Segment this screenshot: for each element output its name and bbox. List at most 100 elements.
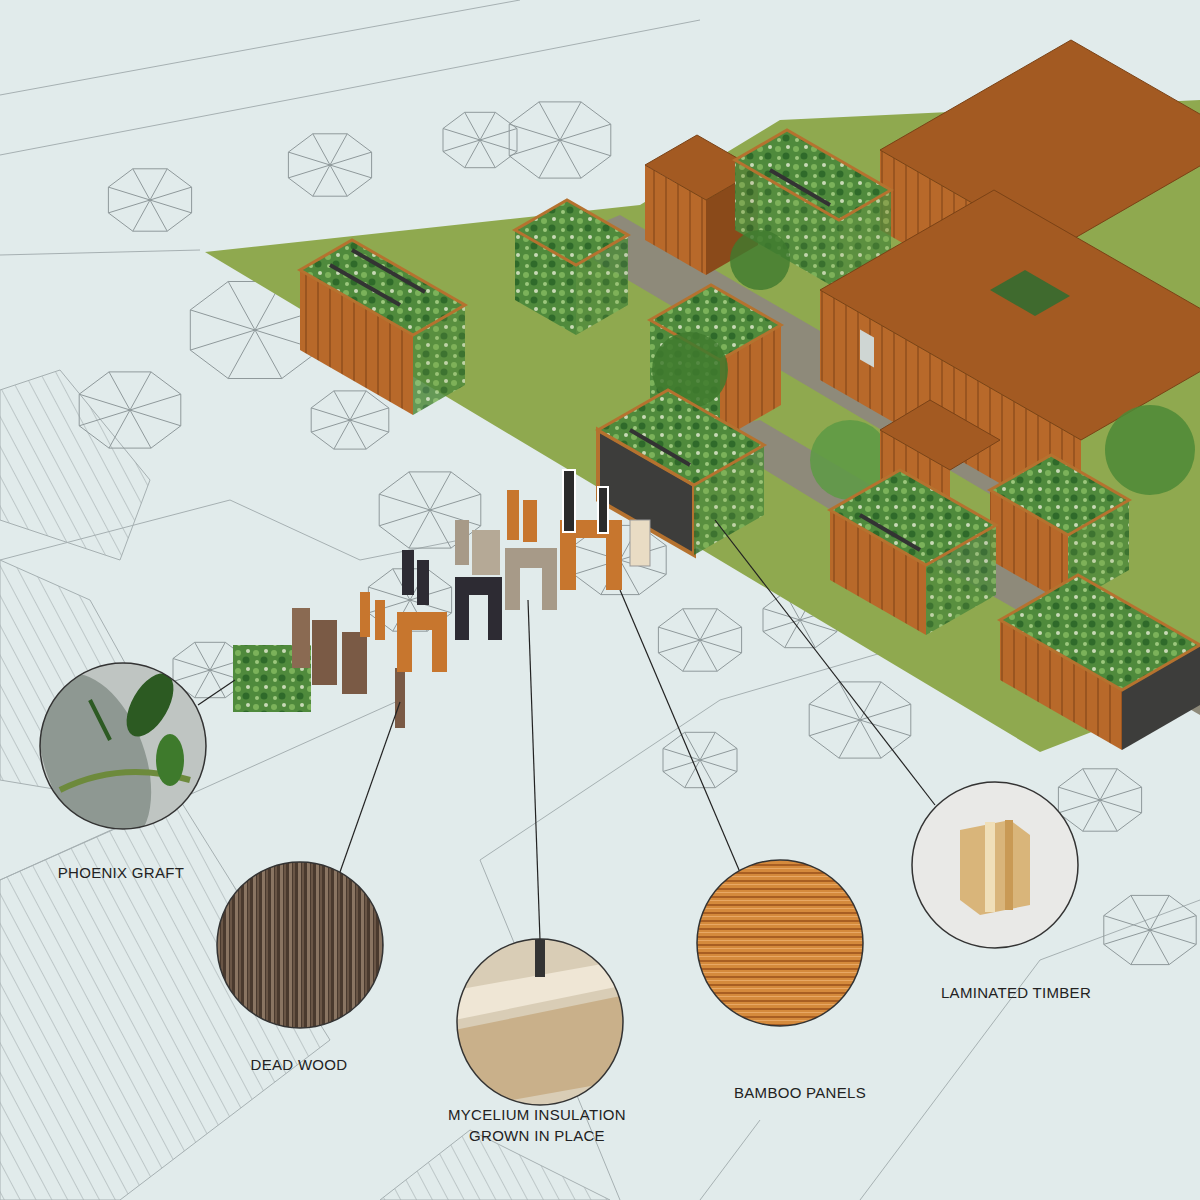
illustration-part: [395, 668, 405, 728]
illustration-part: [443, 112, 517, 167]
illustration-part: [409, 472, 430, 510]
illustration-part: [1058, 769, 1141, 831]
illustration-part: [313, 134, 330, 165]
illustration-part: [288, 134, 371, 196]
illustration-part: [770, 170, 830, 205]
illustration-part: [288, 165, 330, 178]
illustration-part: [300, 240, 465, 335]
illustration-part: [0, 500, 460, 560]
illustration-part: [352, 250, 425, 292]
illustration-part: [330, 165, 347, 196]
illustration-part: [117, 666, 183, 745]
illustration-part: [697, 860, 863, 1026]
illustration-part: [683, 609, 700, 640]
illustration-part: [480, 140, 495, 168]
illustration-part: [535, 937, 545, 977]
illustration-part: [350, 420, 366, 449]
illustration-part: [397, 612, 447, 672]
illustration-part: [630, 430, 690, 465]
illustration-part: [507, 490, 519, 540]
illustration-part: [523, 500, 537, 542]
illustration-part: [443, 140, 480, 152]
illustration-part: [90, 700, 110, 740]
illustration-part: [375, 600, 385, 640]
illustration-part: [839, 682, 860, 720]
illustration-part: [430, 510, 451, 548]
illustration-part: [1104, 895, 1196, 964]
illustration-part: [700, 1120, 760, 1200]
illustration-part: [465, 112, 480, 140]
illustration-part: [910, 780, 1080, 950]
green-roof-pavilion: [1000, 575, 1200, 750]
illustration-part: [1150, 916, 1196, 930]
illustration-part: [156, 734, 184, 786]
illustration-part: [443, 112, 517, 167]
illustration-part: [472, 530, 500, 575]
illustration-part: [700, 627, 742, 640]
material-label: DEAD WOOD: [199, 1054, 399, 1075]
material-label: LAMINATED TIMBER: [906, 982, 1126, 1003]
illustration-part: [560, 140, 581, 178]
illustration-part: [763, 620, 800, 632]
illustration-part: [830, 470, 996, 565]
illustration-part: [292, 608, 310, 668]
illustration-part: [195, 642, 210, 670]
illustration-part: [620, 590, 745, 884]
illustration-part: [342, 632, 367, 694]
illustration-part: [0, 250, 200, 255]
illustration-part: [630, 520, 650, 566]
illustration-part: [311, 391, 389, 449]
illustration-part: [528, 600, 540, 940]
green-roof-pavilion: [990, 455, 1129, 605]
illustration-part: [108, 169, 191, 231]
illustration-part: [1058, 769, 1141, 831]
material-swatch: [17, 658, 1080, 1110]
illustration-part: [1131, 895, 1150, 930]
illustration-part: [360, 592, 370, 637]
illustration-part: [215, 860, 385, 1030]
illustration-part: [79, 410, 130, 426]
illustration-part: [1083, 769, 1100, 800]
illustration-part: [880, 400, 1000, 470]
illustration-part: [809, 682, 911, 758]
illustration-part: [455, 577, 502, 640]
illustration-part: [700, 749, 737, 761]
illustration-part: [334, 391, 350, 420]
material-label: MYCELIUM INSULATION GROWN IN PLACE: [437, 1104, 637, 1146]
illustration-part: [190, 330, 255, 350]
illustration-part: [563, 470, 575, 532]
illustration-part: [368, 600, 410, 613]
illustration-part: [820, 190, 1200, 440]
illustration-part: [1105, 405, 1195, 495]
illustration-part: [130, 394, 181, 410]
illustration-part: [1150, 930, 1169, 965]
illustration-part: [455, 995, 625, 1110]
illustration-part: [173, 670, 210, 682]
illustration-part: [1100, 800, 1117, 831]
illustration-part: [312, 620, 337, 685]
material-label: PHOENIX GRAFT: [21, 862, 221, 883]
illustration-part: [960, 820, 1030, 915]
illustration-part: [228, 282, 255, 331]
illustration-part: [311, 420, 350, 432]
illustration-part: [417, 560, 429, 605]
illustration-part: [515, 200, 628, 265]
illustration-part: [480, 129, 517, 141]
illustration-part: [695, 858, 865, 1028]
illustration-part: [1104, 930, 1150, 944]
illustration-part: [860, 720, 881, 758]
illustration-part: [560, 124, 611, 140]
illustration-part: [715, 520, 935, 805]
material-label: BAMBOO PANELS: [690, 1082, 910, 1103]
illustration-part: [217, 862, 383, 1028]
green-roof-pavilion: [830, 470, 996, 635]
illustration-part: [108, 169, 191, 231]
illustration-part: [860, 330, 874, 368]
illustration-part: [330, 152, 372, 165]
illustration-part: [455, 937, 625, 1110]
illustration-part: [0, 0, 520, 95]
illustration-part: [860, 900, 1200, 1200]
illustration-part: [79, 372, 181, 448]
green-roof-pavilion: [515, 200, 628, 335]
